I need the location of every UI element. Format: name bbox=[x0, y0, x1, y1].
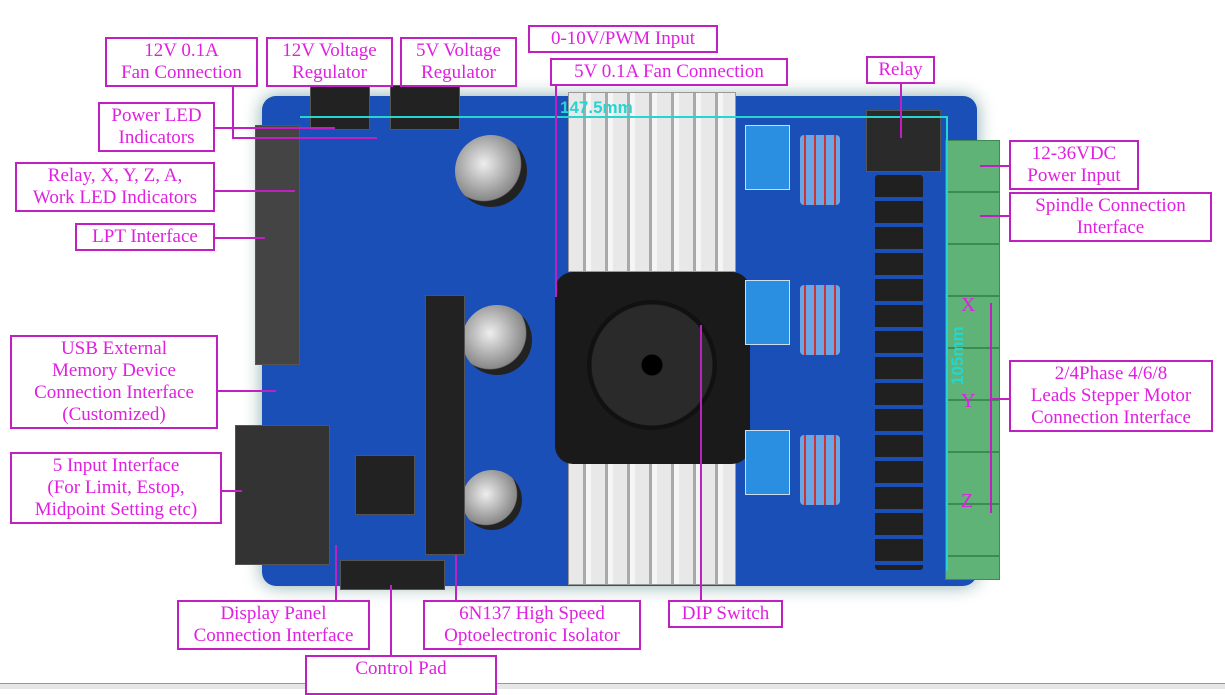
optocoupler-chips bbox=[425, 295, 465, 555]
heatsink-bottom bbox=[568, 460, 736, 585]
capacitor bbox=[455, 135, 527, 207]
relay-component bbox=[866, 110, 941, 172]
leader-line bbox=[222, 490, 242, 492]
leader-line bbox=[215, 190, 295, 192]
dip-switch bbox=[745, 430, 790, 495]
label-work-led: Relay, X, Y, Z, A, Work LED Indicators bbox=[15, 162, 215, 212]
label-regulator-5v: 5V Voltage Regulator bbox=[400, 37, 517, 87]
label-fan-12v: 12V 0.1A Fan Connection bbox=[105, 37, 258, 87]
width-measurement: 147.5mm bbox=[560, 98, 633, 117]
leader-line bbox=[232, 137, 377, 139]
diode-array bbox=[875, 175, 923, 570]
leader-line bbox=[992, 398, 1009, 400]
label-power-led: Power LED Indicators bbox=[98, 102, 215, 152]
lpt-connector bbox=[255, 125, 300, 365]
leader-line bbox=[232, 87, 234, 139]
resistors bbox=[800, 135, 840, 205]
label-fan-5v: 5V 0.1A Fan Connection bbox=[550, 58, 788, 86]
mcu-chip bbox=[355, 455, 415, 515]
label-dip-switch: DIP Switch bbox=[668, 600, 783, 628]
capacitor bbox=[462, 470, 522, 530]
height-measurement: 105mm bbox=[948, 326, 967, 385]
label-5-input: 5 Input Interface (For Limit, Estop, Mid… bbox=[10, 452, 222, 524]
label-spindle: Spindle Connection Interface bbox=[1009, 192, 1212, 242]
leader-line bbox=[555, 86, 557, 297]
width-measure-line bbox=[300, 116, 948, 118]
label-control-pad: Control Pad bbox=[305, 655, 497, 695]
xyz-bracket bbox=[990, 303, 992, 513]
bottom-scrollbar[interactable] bbox=[0, 683, 1225, 689]
height-measure-line bbox=[946, 116, 948, 571]
label-display-panel: Display Panel Connection Interface bbox=[177, 600, 370, 650]
label-stepper: 2/4Phase 4/6/8 Leads Stepper Motor Conne… bbox=[1009, 360, 1213, 432]
leader-line bbox=[335, 545, 337, 600]
label-pwm-input: 0-10V/PWM Input bbox=[528, 25, 718, 53]
capacitor bbox=[462, 305, 532, 375]
axis-z-label: Z bbox=[961, 490, 974, 512]
dip-switch bbox=[745, 125, 790, 190]
leader-line bbox=[980, 165, 1009, 167]
label-relay: Relay bbox=[866, 56, 935, 84]
dip-switch bbox=[745, 280, 790, 345]
heatsink-top bbox=[568, 92, 736, 272]
axis-x-label: X bbox=[961, 294, 976, 316]
leader-line bbox=[390, 585, 392, 655]
leader-line bbox=[455, 555, 457, 600]
leader-line bbox=[218, 390, 276, 392]
leader-line bbox=[215, 127, 335, 129]
leader-line bbox=[215, 237, 265, 239]
db15-connector bbox=[235, 425, 330, 565]
axis-y-label: Y bbox=[961, 390, 976, 412]
regulator-12v bbox=[310, 85, 370, 130]
regulator-5v bbox=[390, 85, 460, 130]
leader-line bbox=[700, 325, 702, 600]
control-pad-header bbox=[340, 560, 445, 590]
resistors bbox=[800, 285, 840, 355]
label-power-input: 12-36VDC Power Input bbox=[1009, 140, 1139, 190]
resistors bbox=[800, 435, 840, 505]
label-usb: USB External Memory Device Connection In… bbox=[10, 335, 218, 429]
label-regulator-12v: 12V Voltage Regulator bbox=[266, 37, 393, 87]
label-lpt: LPT Interface bbox=[75, 223, 215, 251]
leader-line bbox=[980, 215, 1009, 217]
leader-line bbox=[900, 83, 902, 138]
label-optoisolator: 6N137 High Speed Optoelectronic Isolator bbox=[423, 600, 641, 650]
fan-hub bbox=[587, 300, 717, 430]
